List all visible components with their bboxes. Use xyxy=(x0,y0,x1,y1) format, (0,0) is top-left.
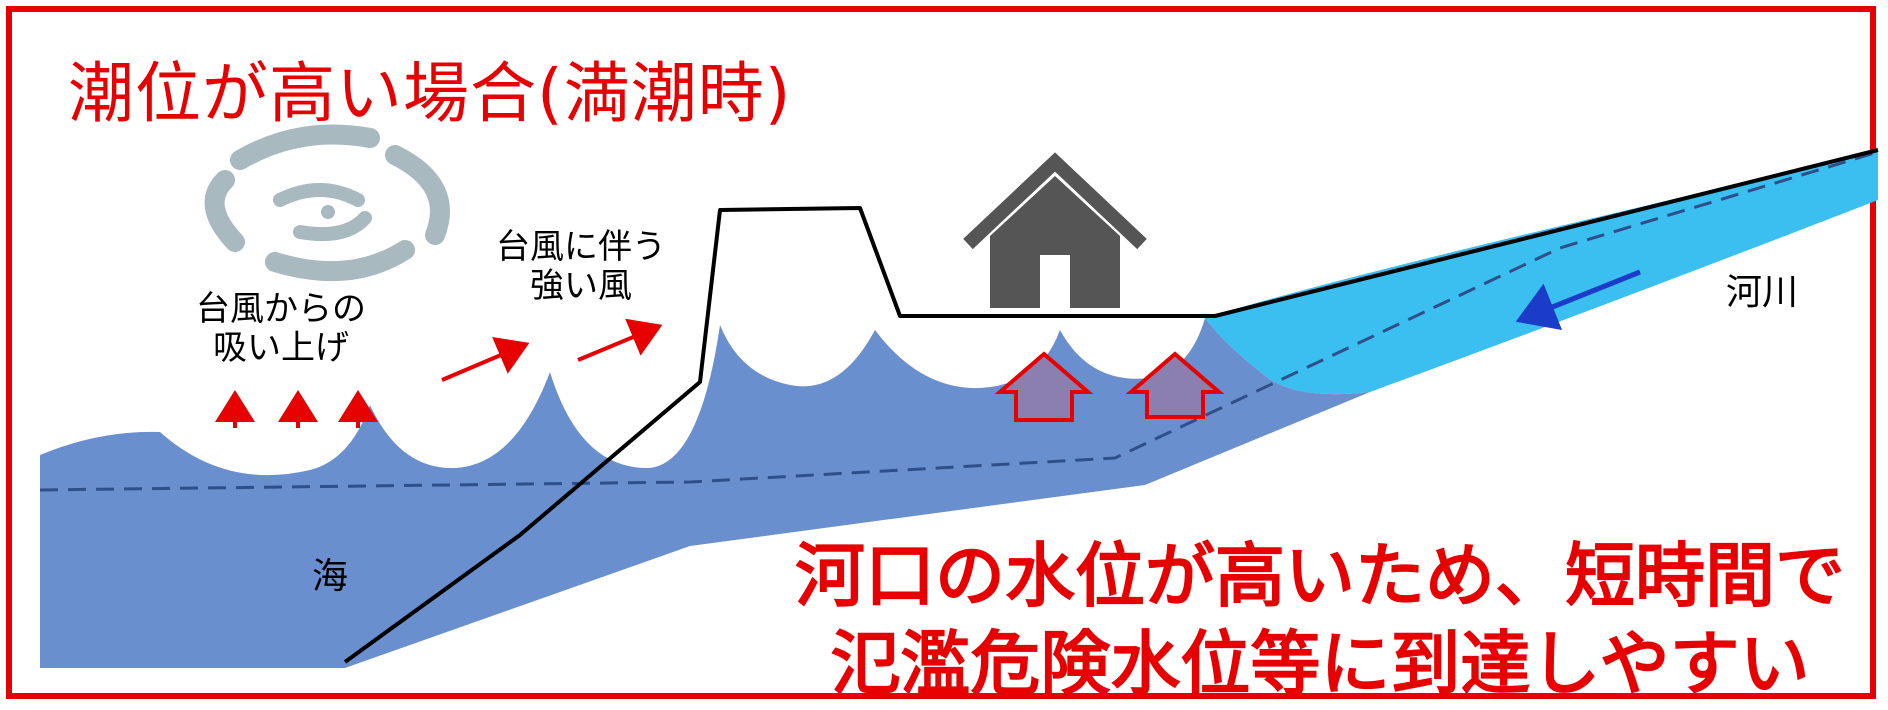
normal-water-level-line xyxy=(39,150,1879,492)
wind-arrows xyxy=(441,318,663,382)
suction-label-line-2: 吸い上げ xyxy=(213,328,349,369)
suction-label-line-1: 台風からの xyxy=(196,289,366,329)
suction-label: 台風からの 吸い上げ xyxy=(196,289,366,369)
water-rise-arrow-icon xyxy=(1125,351,1225,419)
red-frame xyxy=(6,6,1876,699)
diagram-title: 潮位が高い場合(満潮時) xyxy=(68,55,792,132)
wind-label: 台風に伴う 強い風 xyxy=(496,227,666,307)
warning-message: 河口の水位が高いため、短時間で 氾濫危険水位等に到達しやすい xyxy=(760,532,1880,708)
wind-label-line-1: 台風に伴う xyxy=(496,227,666,267)
water-rise-arrow-icon xyxy=(994,351,1094,422)
river-flow-arrow-icon xyxy=(1515,269,1641,331)
house-icon xyxy=(963,152,1147,308)
sea-label: 海 xyxy=(312,556,349,597)
seawall-outline xyxy=(343,148,1879,664)
warning-message-line-1: 河口の水位が高いため、短時間で xyxy=(795,535,1845,617)
wind-arrow-icon xyxy=(577,318,663,362)
typhoon-icon xyxy=(204,124,450,282)
wind-label-line-2: 強い風 xyxy=(530,266,632,307)
wind-arrow-icon xyxy=(441,336,530,382)
suction-arrows xyxy=(215,390,378,428)
river-label: 河川 xyxy=(1726,272,1799,313)
river-water xyxy=(1205,152,1878,395)
warning-message-line-2: 氾濫危険水位等に到達しやすい xyxy=(830,623,1810,705)
